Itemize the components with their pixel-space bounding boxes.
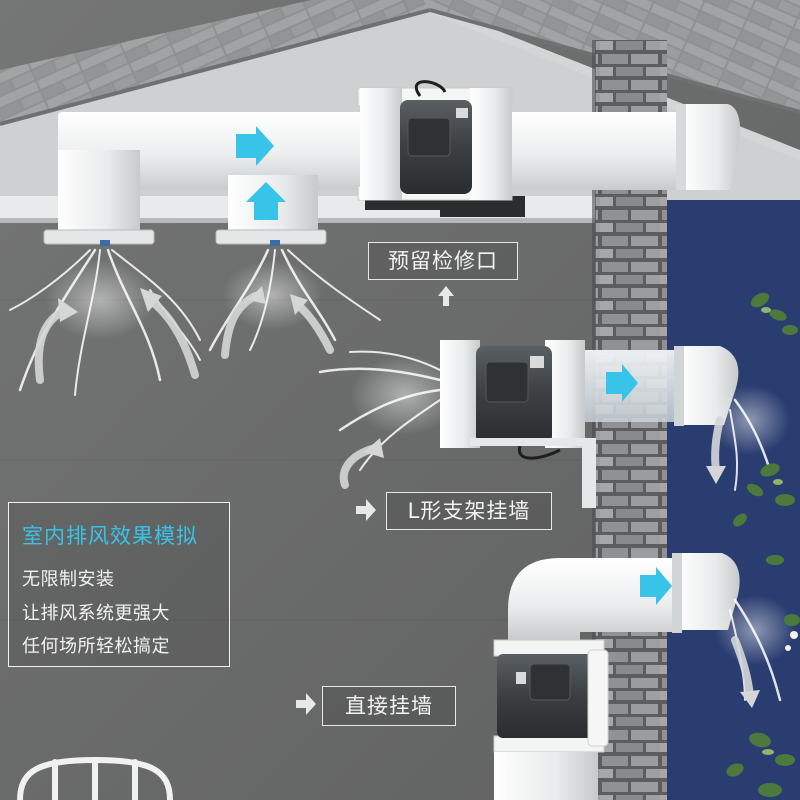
direct-mount-text: 直接挂墙: [345, 693, 433, 718]
info-heading: 室内排风效果模拟: [22, 524, 198, 548]
info-line-1: 无限制安装: [22, 569, 115, 590]
info-line-3: 任何场所轻松搞定: [22, 636, 170, 657]
l-bracket-label: L形支架挂墙: [386, 492, 552, 530]
l-bracket-text: L形支架挂墙: [407, 498, 531, 523]
info-panel: 室内排风效果模拟 无限制安装 让排风系统更强大 任何场所轻松搞定: [8, 502, 230, 667]
direct-mount-label: 直接挂墙: [322, 686, 456, 726]
reserved-access-text: 预留检修口: [388, 248, 498, 273]
info-line-2: 让排风系统更强大: [22, 603, 170, 624]
flow-arrow-icon: [236, 126, 672, 605]
reserved-access-label: 预留检修口: [368, 242, 518, 280]
